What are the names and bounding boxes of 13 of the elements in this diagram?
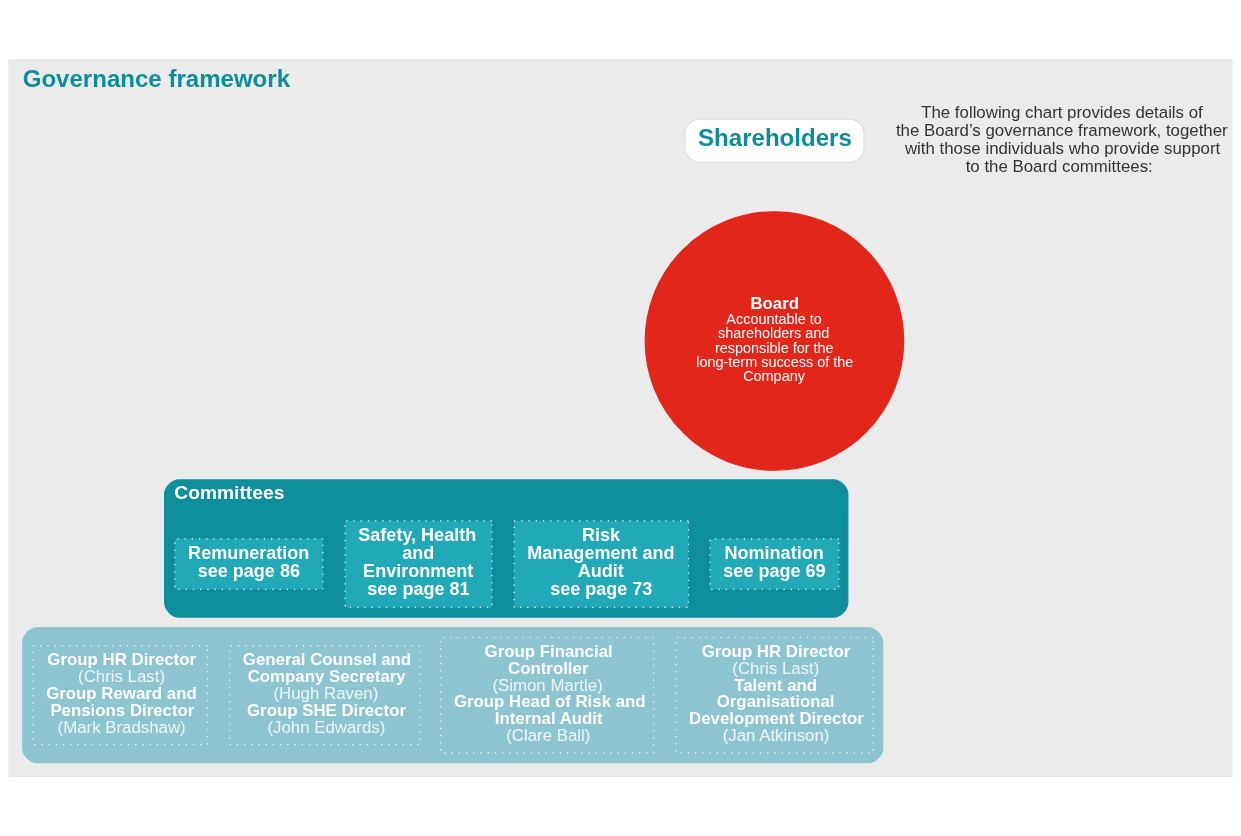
node-box: Nomination see page 69 — [709, 538, 840, 590]
node-box: General Counsel and Company Secretary (Hugh Raven) Group SHE Director (John Edwards) — [229, 645, 421, 746]
node-circle: Board Accountable to shareholders and responsible for the long-term success of the Company — [644, 211, 905, 471]
node-box: Safety, Health and Environment see page 81 — [344, 520, 493, 608]
node-box: Risk Management and Audit see page 73 — [513, 520, 690, 608]
label: The following chart provides details of the Board’s governance framework, together with those individuals who provide support to the Board committees: — [895, 103, 1228, 177]
node-box: Group Financial Controller (Simon Martle) Group Head of Risk and Internal Audit (Clare Ball) — [440, 636, 655, 754]
node-box: Group HR Director (Chris Last) Group Reward and Pensions Director (Mark Bradshaw) — [32, 645, 208, 746]
node-box: Remuneration see page 86 — [174, 538, 324, 590]
node-box: Group HR Director (Chris Last) Talent and Organisational Development Director (Jan Atkinson) — [675, 636, 874, 754]
node-box: Shareholders — [684, 118, 865, 164]
cluster — [22, 627, 884, 764]
diagram-title: Governance framework — [22, 64, 291, 92]
